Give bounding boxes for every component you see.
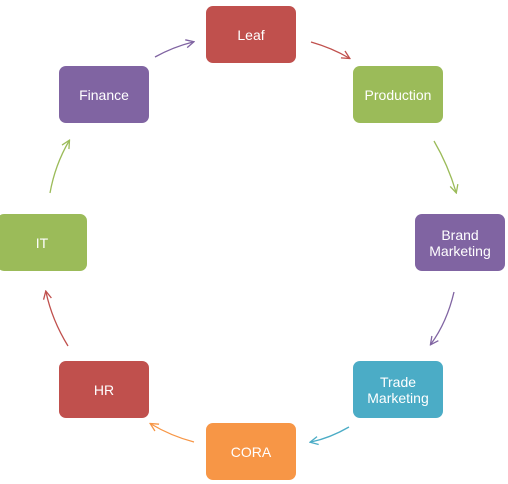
arrow-trade-marketing-to-cora xyxy=(311,426,350,442)
arrow-finance-to-leaf xyxy=(154,42,193,58)
arrow-it-to-finance xyxy=(49,141,69,194)
node-leaf: Leaf xyxy=(206,6,296,63)
node-production: Production xyxy=(353,66,443,123)
node-finance: Finance xyxy=(59,66,149,123)
node-it: IT xyxy=(0,214,87,271)
arrow-production-to-brand-marketing xyxy=(433,140,456,192)
arrow-brand-marketing-to-trade-marketing xyxy=(431,291,455,344)
arrow-cora-to-hr xyxy=(151,424,195,443)
node-brand-marketing: Brand Marketing xyxy=(415,214,505,271)
node-trade-marketing: Trade Marketing xyxy=(353,361,443,418)
node-cora: CORA xyxy=(206,423,296,480)
arrow-hr-to-it xyxy=(46,292,69,347)
node-hr: HR xyxy=(59,361,149,418)
arrow-leaf-to-production xyxy=(310,41,349,58)
